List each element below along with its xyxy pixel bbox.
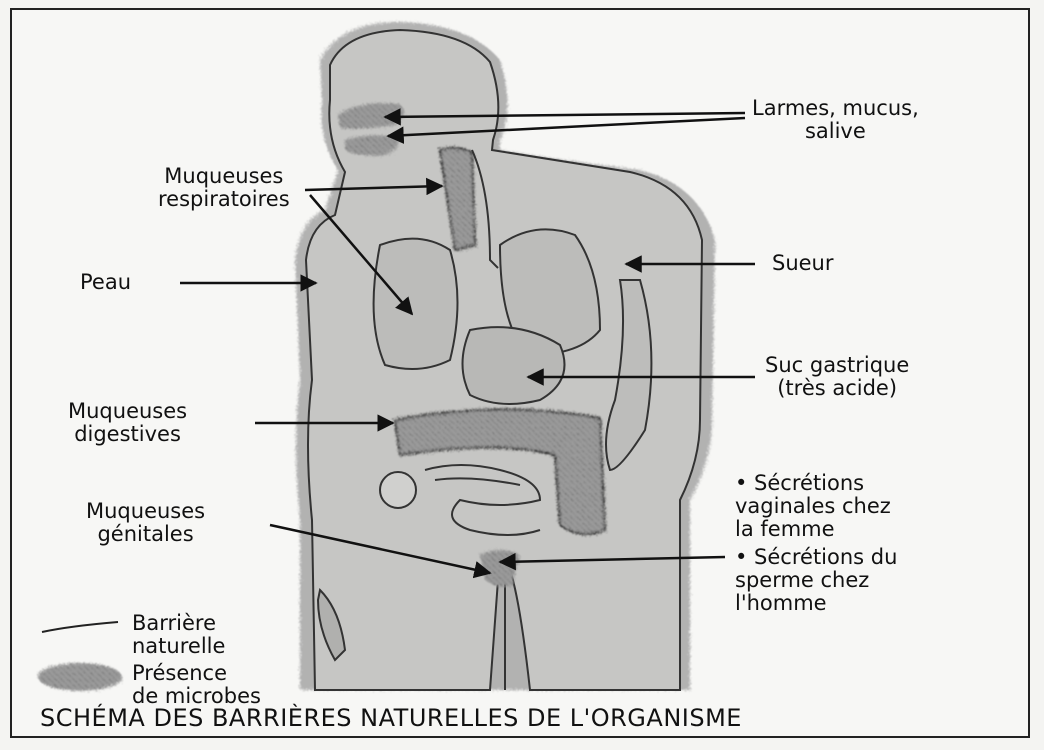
diagram-caption: SCHÉMA DES BARRIÈRES NATURELLES DE L'ORG… [40,704,1000,732]
label-muqueuses-genitales: Muqueuses génitales [86,500,205,546]
legend-microbes-swatch [38,663,122,691]
legend-barriere-line [42,622,118,632]
label-muqueuses-respiratoires: Muqueuses respiratoires [158,165,290,211]
label-suc-gastrique: Suc gastrique (très acide) [765,354,909,400]
label-secretions-vaginales: • Sécrétions vaginales chez la femme [735,472,891,541]
stomach [463,327,565,404]
label-larmes: Larmes, mucus, salive [752,97,919,143]
label-secretions-sperme: • Sécrétions du sperme chez l'homme [735,546,897,615]
label-muqueuses-digestives: Muqueuses digestives [68,400,187,446]
label-peau: Peau [80,271,131,294]
label-sueur: Sueur [772,252,834,275]
legend-barriere-label: Barrière naturelle [132,612,225,658]
legend-microbes-label: Présence de microbes [132,662,261,708]
